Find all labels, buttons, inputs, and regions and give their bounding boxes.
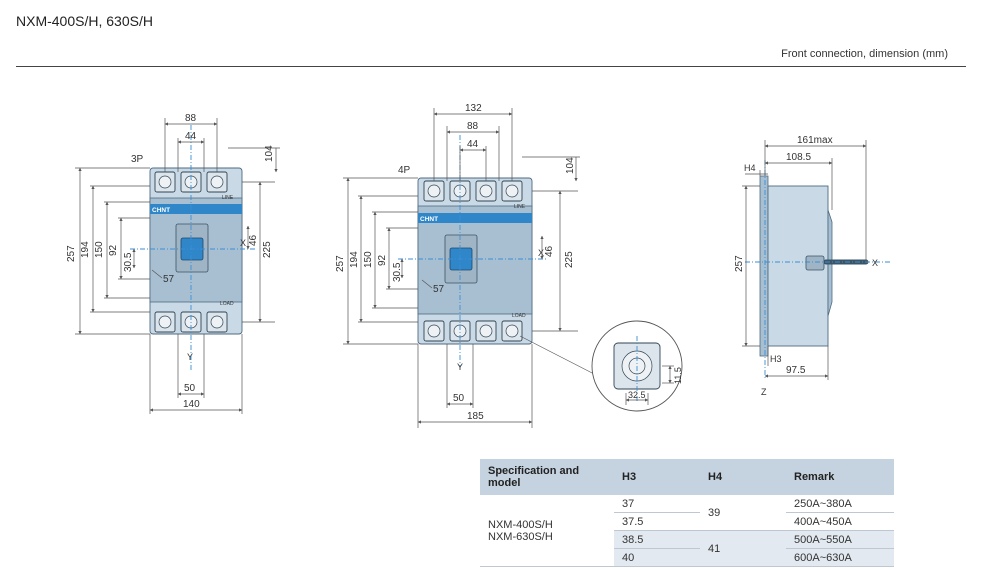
dim-30-5: 30.5 xyxy=(123,252,134,272)
brand-logo-4p: CHNT xyxy=(420,216,438,223)
h4-cell: 41 xyxy=(700,530,786,567)
remark-cell: 400A~450A xyxy=(786,512,894,531)
dim-161max: 161max xyxy=(797,135,833,146)
dim-h3: H3 xyxy=(770,354,782,364)
dim-h4: H4 xyxy=(744,163,756,173)
dim-140: 140 xyxy=(183,399,200,410)
h4-cell: 39 xyxy=(700,495,786,531)
dim-50-4p: 50 xyxy=(453,393,465,404)
h3-cell: 37 xyxy=(614,495,700,513)
dim-257-side: 257 xyxy=(734,255,745,272)
dim-257-4p: 257 xyxy=(335,255,346,272)
brand-logo: CHNT xyxy=(152,207,170,214)
dim-46: 46 xyxy=(248,234,259,246)
view-3p-label: 3P xyxy=(131,154,144,165)
remark-cell: 500A~550A xyxy=(786,530,894,549)
table-row: 40 600A~630A xyxy=(480,548,894,567)
dim-132: 132 xyxy=(465,103,482,114)
dim-150: 150 xyxy=(94,241,105,258)
spec-table: Specification and model H3 H4 Remark NXM… xyxy=(480,459,894,567)
dim-104: 104 xyxy=(264,145,275,162)
dim-257: 257 xyxy=(66,245,77,262)
dim-32-5: 32.5 xyxy=(628,390,646,400)
dim-92: 92 xyxy=(108,244,119,256)
dim-46-4p: 46 xyxy=(544,245,555,257)
h3-cell: 40 xyxy=(614,548,700,567)
axis-x-side: X xyxy=(872,258,878,268)
dim-92-4p: 92 xyxy=(377,254,388,266)
terminals-bottom-4p xyxy=(423,320,523,342)
axis-y-4p: Y xyxy=(457,362,463,372)
dim-88: 88 xyxy=(185,113,197,124)
brand-band xyxy=(150,204,242,214)
header-h4: H4 xyxy=(700,459,786,495)
dim-50: 50 xyxy=(184,383,196,394)
dim-11-5: 11.5 xyxy=(673,367,683,384)
dim-104-4p: 104 xyxy=(565,157,576,174)
header-model: Specification and model xyxy=(480,459,614,495)
dim-194-4p: 194 xyxy=(349,251,360,268)
dim-57: 57 xyxy=(163,274,175,285)
dim-57-4p: 57 xyxy=(433,284,445,295)
model-name: NXM-400S/H xyxy=(488,518,553,531)
dim-185: 185 xyxy=(467,411,484,422)
dim-44-4p: 44 xyxy=(467,139,479,150)
line-text-4p: LINE xyxy=(514,204,526,210)
table-row: 37.5 400A~450A xyxy=(480,512,894,531)
table-row: NXM-400S/H NXM-630S/H 37 39 250A~380A xyxy=(480,495,894,567)
line-text: LINE xyxy=(222,195,234,201)
header-h3: H3 xyxy=(614,459,700,495)
dim-108-5: 108.5 xyxy=(786,152,811,163)
side-view: X Z 161max 108.5 H4 257 H3 97.5 xyxy=(734,135,890,397)
remark-cell: 600A~630A xyxy=(786,548,894,567)
view-4p-label: 4P xyxy=(398,165,411,176)
side-panel xyxy=(759,175,769,357)
terminals-top-4p xyxy=(423,180,523,202)
header-rule xyxy=(16,66,966,67)
header-remark: Remark xyxy=(786,459,894,495)
dim-30-5-4p: 30.5 xyxy=(392,262,403,282)
page-subtitle: Front connection, dimension (mm) xyxy=(781,48,948,60)
terminal-detail: 32.5 11.5 xyxy=(591,320,683,412)
dimension-drawing: 3P CHNT LINE LOAD X Y 88 44 xyxy=(66,103,890,428)
dim-97-5: 97.5 xyxy=(786,365,806,376)
axis-y-3p: Y xyxy=(187,352,193,362)
dim-150-4p: 150 xyxy=(363,251,374,268)
axis-z-side: Z xyxy=(761,387,767,397)
axis-x-3p: X xyxy=(240,238,246,248)
h3-cell: 38.5 xyxy=(614,530,700,549)
dim-88-4p: 88 xyxy=(467,121,479,132)
table-row: 38.5 41 500A~550A xyxy=(480,530,894,567)
view-3p: 3P CHNT LINE LOAD X Y 88 44 xyxy=(66,113,280,414)
remark-cell: 250A~380A xyxy=(786,495,894,513)
dim-194: 194 xyxy=(80,241,91,258)
load-text-4p: LOAD xyxy=(512,313,526,319)
model-name: NXM-630S/H xyxy=(488,530,553,543)
load-text: LOAD xyxy=(220,301,234,307)
view-4p: 4P CHNT LINE LOAD X Y 132 88 xyxy=(335,103,599,428)
dim-225: 225 xyxy=(262,241,273,258)
model-cell: NXM-400S/H NXM-630S/H xyxy=(480,495,614,567)
brand-band-4p xyxy=(418,213,532,223)
dim-225-4p: 225 xyxy=(564,251,575,268)
page-title: NXM-400S/H, 630S/H xyxy=(16,13,153,29)
h3-cell: 37.5 xyxy=(614,512,700,531)
spec-table-header: Specification and model H3 H4 Remark xyxy=(480,459,894,495)
dim-44: 44 xyxy=(185,131,197,142)
